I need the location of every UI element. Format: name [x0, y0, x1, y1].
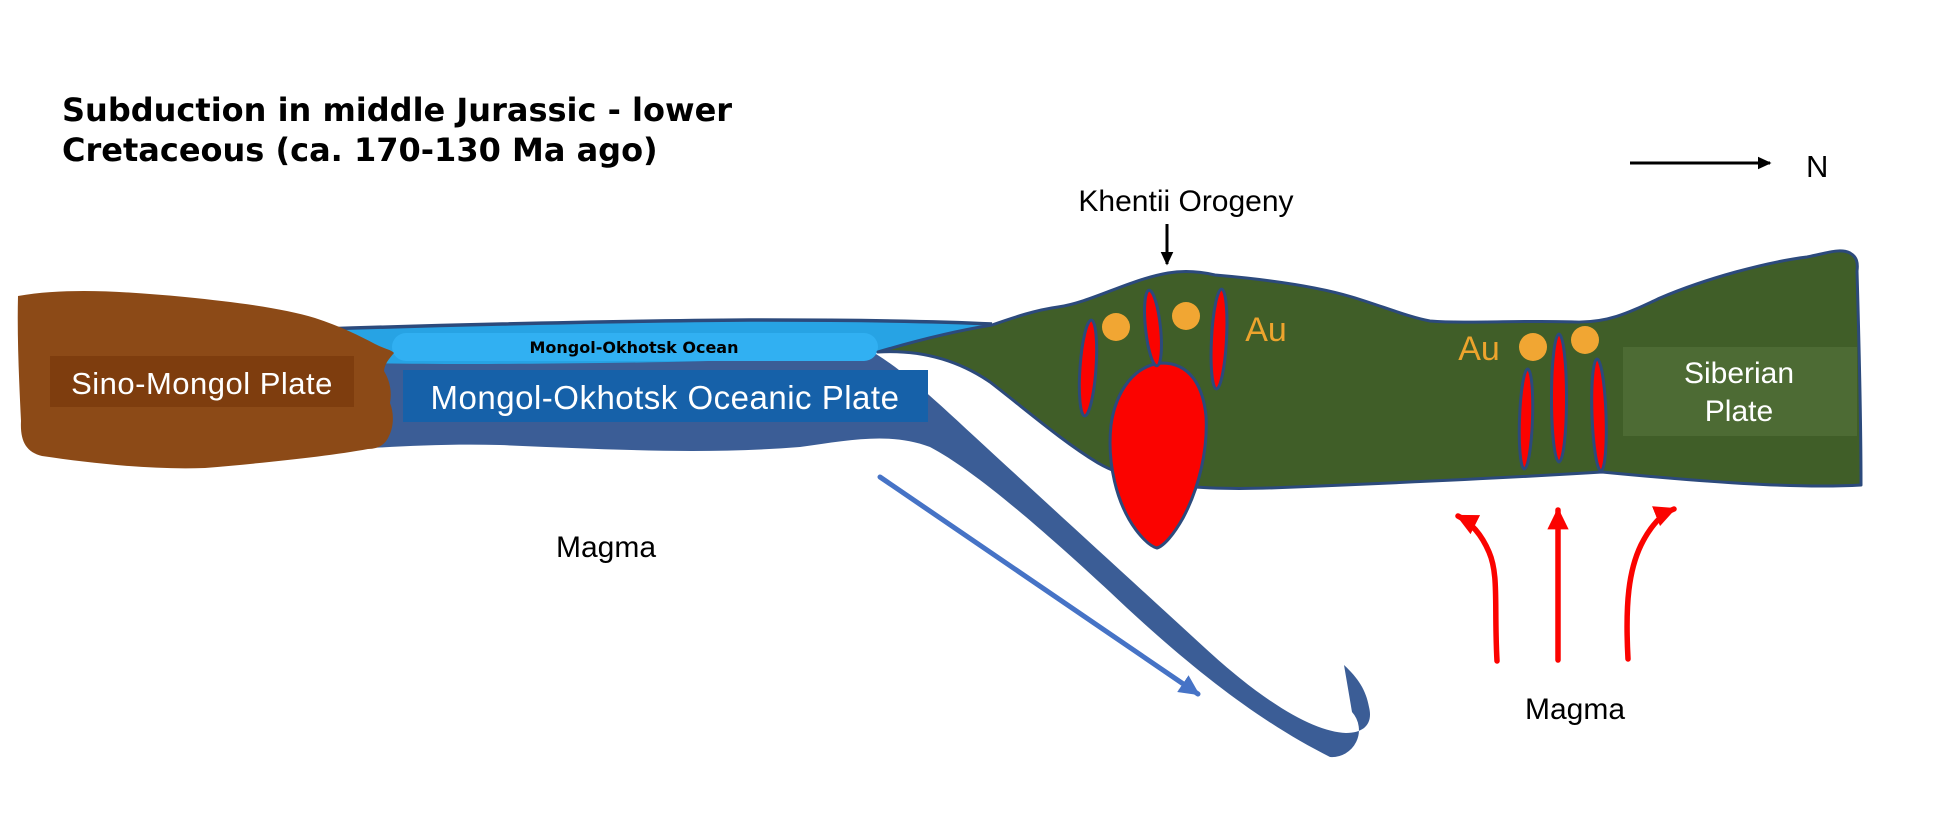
- siberian-plate-label-line2: Plate: [1705, 395, 1773, 428]
- subduction-arrow: [877, 474, 1201, 697]
- siberian-plate-label-box: [1623, 347, 1857, 436]
- ocean-label: Mongol-Okhotsk Ocean: [529, 338, 738, 357]
- magma-arrow-left: [1455, 513, 1500, 664]
- magma-label-left: Magma: [556, 531, 656, 564]
- siberian-plate-label-line1: Siberian: [1684, 357, 1794, 390]
- au-label-right: Au: [1458, 330, 1500, 368]
- gold-deposit-icon: [1571, 326, 1599, 354]
- ocean-bright-band: [392, 333, 878, 361]
- dike-icon: [1143, 288, 1163, 368]
- au-label-left: Au: [1245, 311, 1287, 349]
- dike-icon: [1209, 287, 1229, 391]
- magma-label-right: Magma: [1525, 693, 1625, 726]
- north-label: N: [1806, 149, 1828, 184]
- oceanic-plate-label: Mongol-Okhotsk Oceanic Plate: [431, 379, 900, 416]
- dike-group-left: [1077, 287, 1229, 418]
- dike-icon: [1590, 357, 1608, 473]
- sino-mongol-label-box: [50, 356, 354, 407]
- gold-deposit-icon: [1519, 333, 1547, 361]
- magma-arrow-right: [1624, 506, 1677, 662]
- gold-deposits: [1102, 302, 1599, 361]
- gold-deposit-icon: [1102, 313, 1130, 341]
- dike-icon: [1517, 367, 1535, 471]
- ocean-top-outline: [267, 318, 993, 333]
- khentii-orogeny-label: Khentii Orogeny: [1078, 185, 1293, 218]
- magma-chamber-shape: [1108, 361, 1208, 550]
- gold-deposit-icon: [1172, 302, 1200, 330]
- oceanic-plate-label-box: [403, 370, 928, 422]
- page-title-line2: Cretaceous (ca. 170-130 Ma ago): [62, 131, 658, 169]
- dike-icon: [1550, 332, 1568, 464]
- dike-icon: [1077, 318, 1099, 418]
- sino-mongol-plate-label: Sino-Mongol Plate: [71, 366, 333, 401]
- page-title-line1: Subduction in middle Jurassic - lower: [62, 91, 732, 129]
- dike-group-right: [1517, 332, 1608, 473]
- magma-upwelling-arrows: [1455, 506, 1677, 664]
